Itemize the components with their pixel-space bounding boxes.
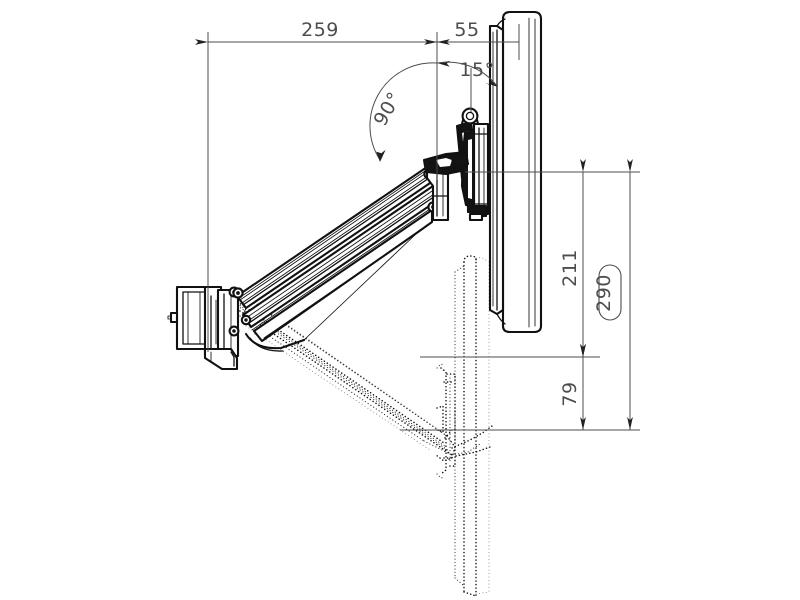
dimension-label-290: 290 [593,274,615,312]
dimension-label-259: 259 [301,19,339,41]
phantom-monitor-panel [454,255,490,597]
dimension-label-90deg: 90° [369,88,406,129]
horizontal-dimensions: 259 55 [195,19,520,352]
wall-bracket [167,285,240,371]
dimension-label-15deg: 15° [459,59,494,81]
vertical-dimensions: 211 79 290 [400,159,640,431]
parallelogram-arm [232,164,450,352]
vesa-tilt-head [450,107,490,222]
reference-dimension-box [598,264,622,321]
dimension-label-55: 55 [454,19,479,41]
dimension-label-79: 79 [559,381,581,406]
dimension-label-211: 211 [559,249,581,287]
phantom-vesa-head [436,363,456,479]
